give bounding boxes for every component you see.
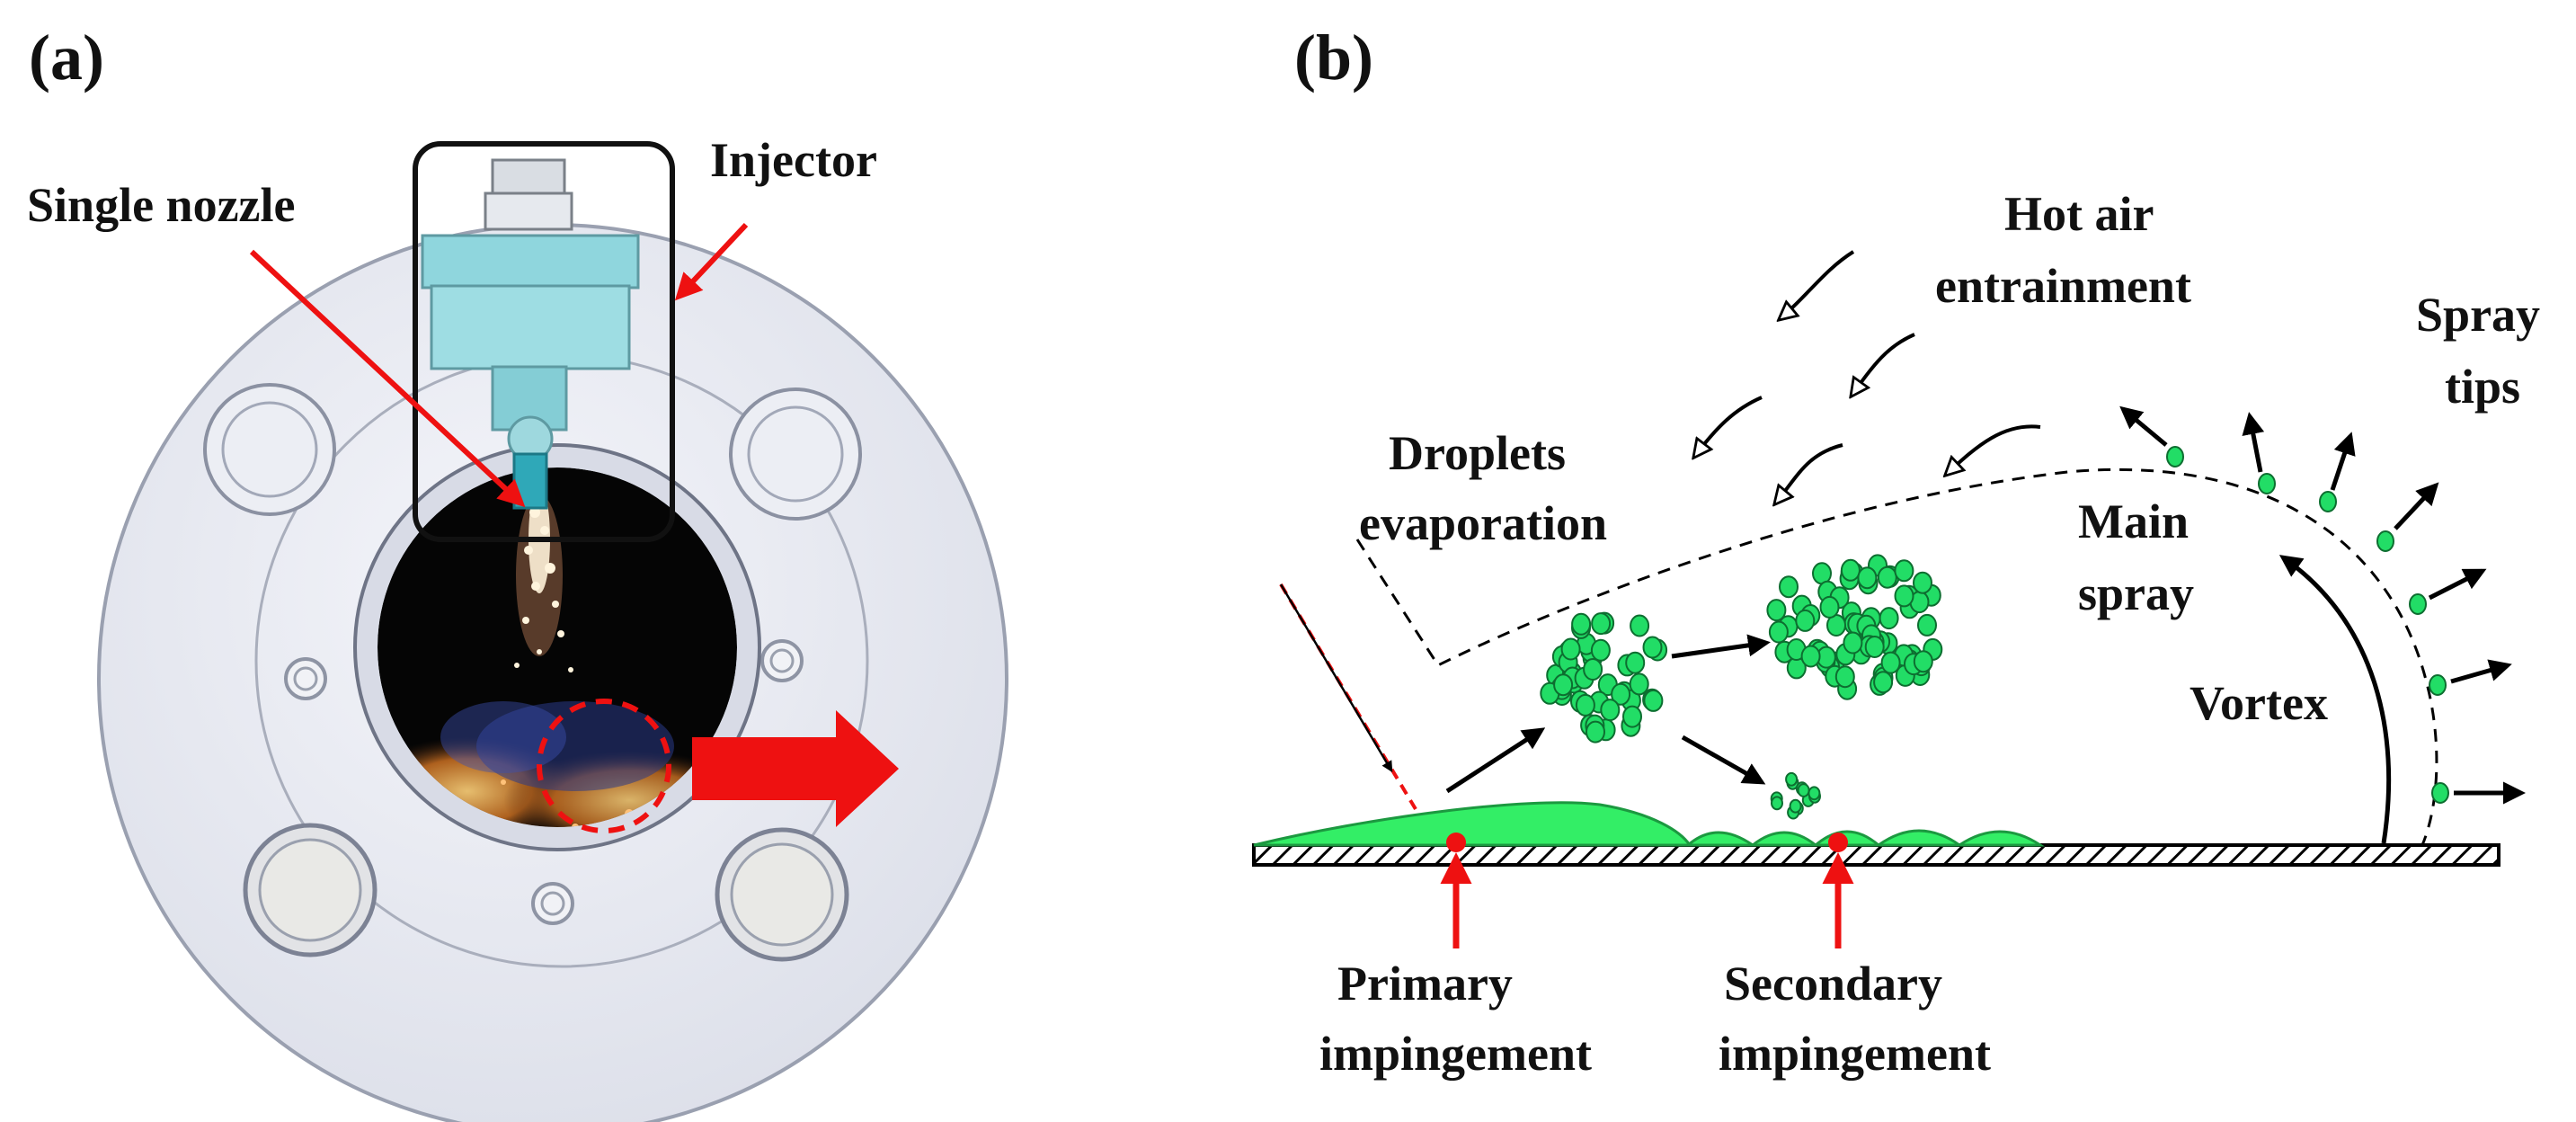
droplet xyxy=(1766,599,1787,622)
droplet xyxy=(1917,613,1937,637)
droplet xyxy=(1642,636,1663,659)
detail-direction-arrow xyxy=(692,710,899,827)
droplet xyxy=(1571,612,1592,636)
hot-air-entrainment-arrows xyxy=(1694,250,2041,503)
single-nozzle-label: Single nozzle xyxy=(27,178,295,232)
droplet xyxy=(1779,575,1799,599)
spray-incidence-arrow xyxy=(1279,583,1393,773)
droplet-motion-arrow-2 xyxy=(1671,634,1771,659)
droplet xyxy=(1625,651,1646,674)
droplet xyxy=(1797,783,1810,797)
droplet xyxy=(1808,786,1821,801)
primary-label-line1: Primary xyxy=(1337,957,1513,1011)
droplet xyxy=(1611,682,1631,706)
droplet xyxy=(1785,771,1799,787)
bolt-holes xyxy=(203,383,862,962)
droplet xyxy=(1880,651,1901,674)
droplet xyxy=(1630,614,1650,637)
droplet xyxy=(1600,699,1621,722)
droplet-cluster-rebound xyxy=(1770,771,1821,820)
rebound-motion-arrow xyxy=(1681,735,1766,785)
panel-a-label: (a) xyxy=(29,22,104,94)
droplet xyxy=(1913,571,1932,594)
injector-arrow xyxy=(674,222,749,301)
droplets-label-line1: Droplets xyxy=(1389,426,1566,480)
main-spray-label-line2: spray xyxy=(2078,566,2194,620)
droplet-motion-arrow-1 xyxy=(1445,727,1546,794)
droplet xyxy=(1800,645,1821,668)
droplet xyxy=(1771,796,1783,811)
droplet xyxy=(1768,620,1789,644)
spray-tips-label-line2: tips xyxy=(2445,360,2520,414)
droplet xyxy=(1864,636,1885,658)
secondary-impingement-point xyxy=(1828,833,1848,852)
detail-highlight-circle xyxy=(537,699,671,833)
secondary-label-line1: Secondary xyxy=(1724,957,1942,1011)
droplet xyxy=(1819,595,1840,619)
droplet xyxy=(1560,637,1581,661)
injector-label: Injector xyxy=(710,133,877,187)
droplet xyxy=(1877,565,1897,589)
liquid-film-bumps xyxy=(1684,829,2045,847)
droplet xyxy=(1622,705,1642,728)
droplet xyxy=(1591,612,1612,636)
droplet xyxy=(1913,650,1933,673)
main-spray-label-line1: Main xyxy=(2078,494,2189,548)
liquid-film-main xyxy=(1253,801,1692,847)
droplet xyxy=(1840,558,1861,582)
droplet-cluster-large xyxy=(1766,554,1943,700)
droplet xyxy=(1590,638,1611,662)
droplet xyxy=(1894,559,1914,583)
droplet xyxy=(1795,609,1816,632)
droplet xyxy=(1894,584,1914,608)
droplet xyxy=(1789,798,1802,814)
droplet xyxy=(1857,566,1878,590)
droplet xyxy=(1553,673,1574,697)
spray-tip-arrows xyxy=(2119,405,2526,805)
panel-b-labels: Hot air entrainment Droplets evaporation… xyxy=(1319,187,2540,1081)
droplet xyxy=(1643,689,1664,712)
droplet xyxy=(1879,607,1899,630)
droplet xyxy=(1583,658,1603,681)
hot-air-label-line2: entrainment xyxy=(1935,259,2191,313)
droplet xyxy=(1843,631,1863,654)
droplet xyxy=(1586,720,1605,744)
droplet-cluster-small xyxy=(1540,611,1668,744)
impingement-wall xyxy=(1252,843,2500,867)
single-nozzle-arrow xyxy=(249,249,526,508)
droplet xyxy=(1629,672,1649,696)
vortex-arrow xyxy=(2278,555,2392,844)
droplet xyxy=(1834,665,1855,689)
spray-envelope xyxy=(1355,468,2438,846)
panel-b-label: (b) xyxy=(1294,22,1373,94)
secondary-label-line2: impingement xyxy=(1719,1027,1991,1081)
spray-tips-label-line1: Spray xyxy=(2416,288,2540,342)
droplets-label-line2: evaporation xyxy=(1359,496,1607,550)
primary-impingement-point xyxy=(1446,833,1466,852)
droplet xyxy=(1873,671,1894,694)
injector-outline xyxy=(413,141,675,542)
droplet xyxy=(1575,693,1595,717)
vortex-label: Vortex xyxy=(2190,676,2328,730)
hot-air-label-line1: Hot air xyxy=(2004,187,2154,241)
primary-label-line2: impingement xyxy=(1319,1027,1592,1081)
spray-tip-droplets xyxy=(2166,446,2449,804)
injector-body xyxy=(421,158,640,510)
